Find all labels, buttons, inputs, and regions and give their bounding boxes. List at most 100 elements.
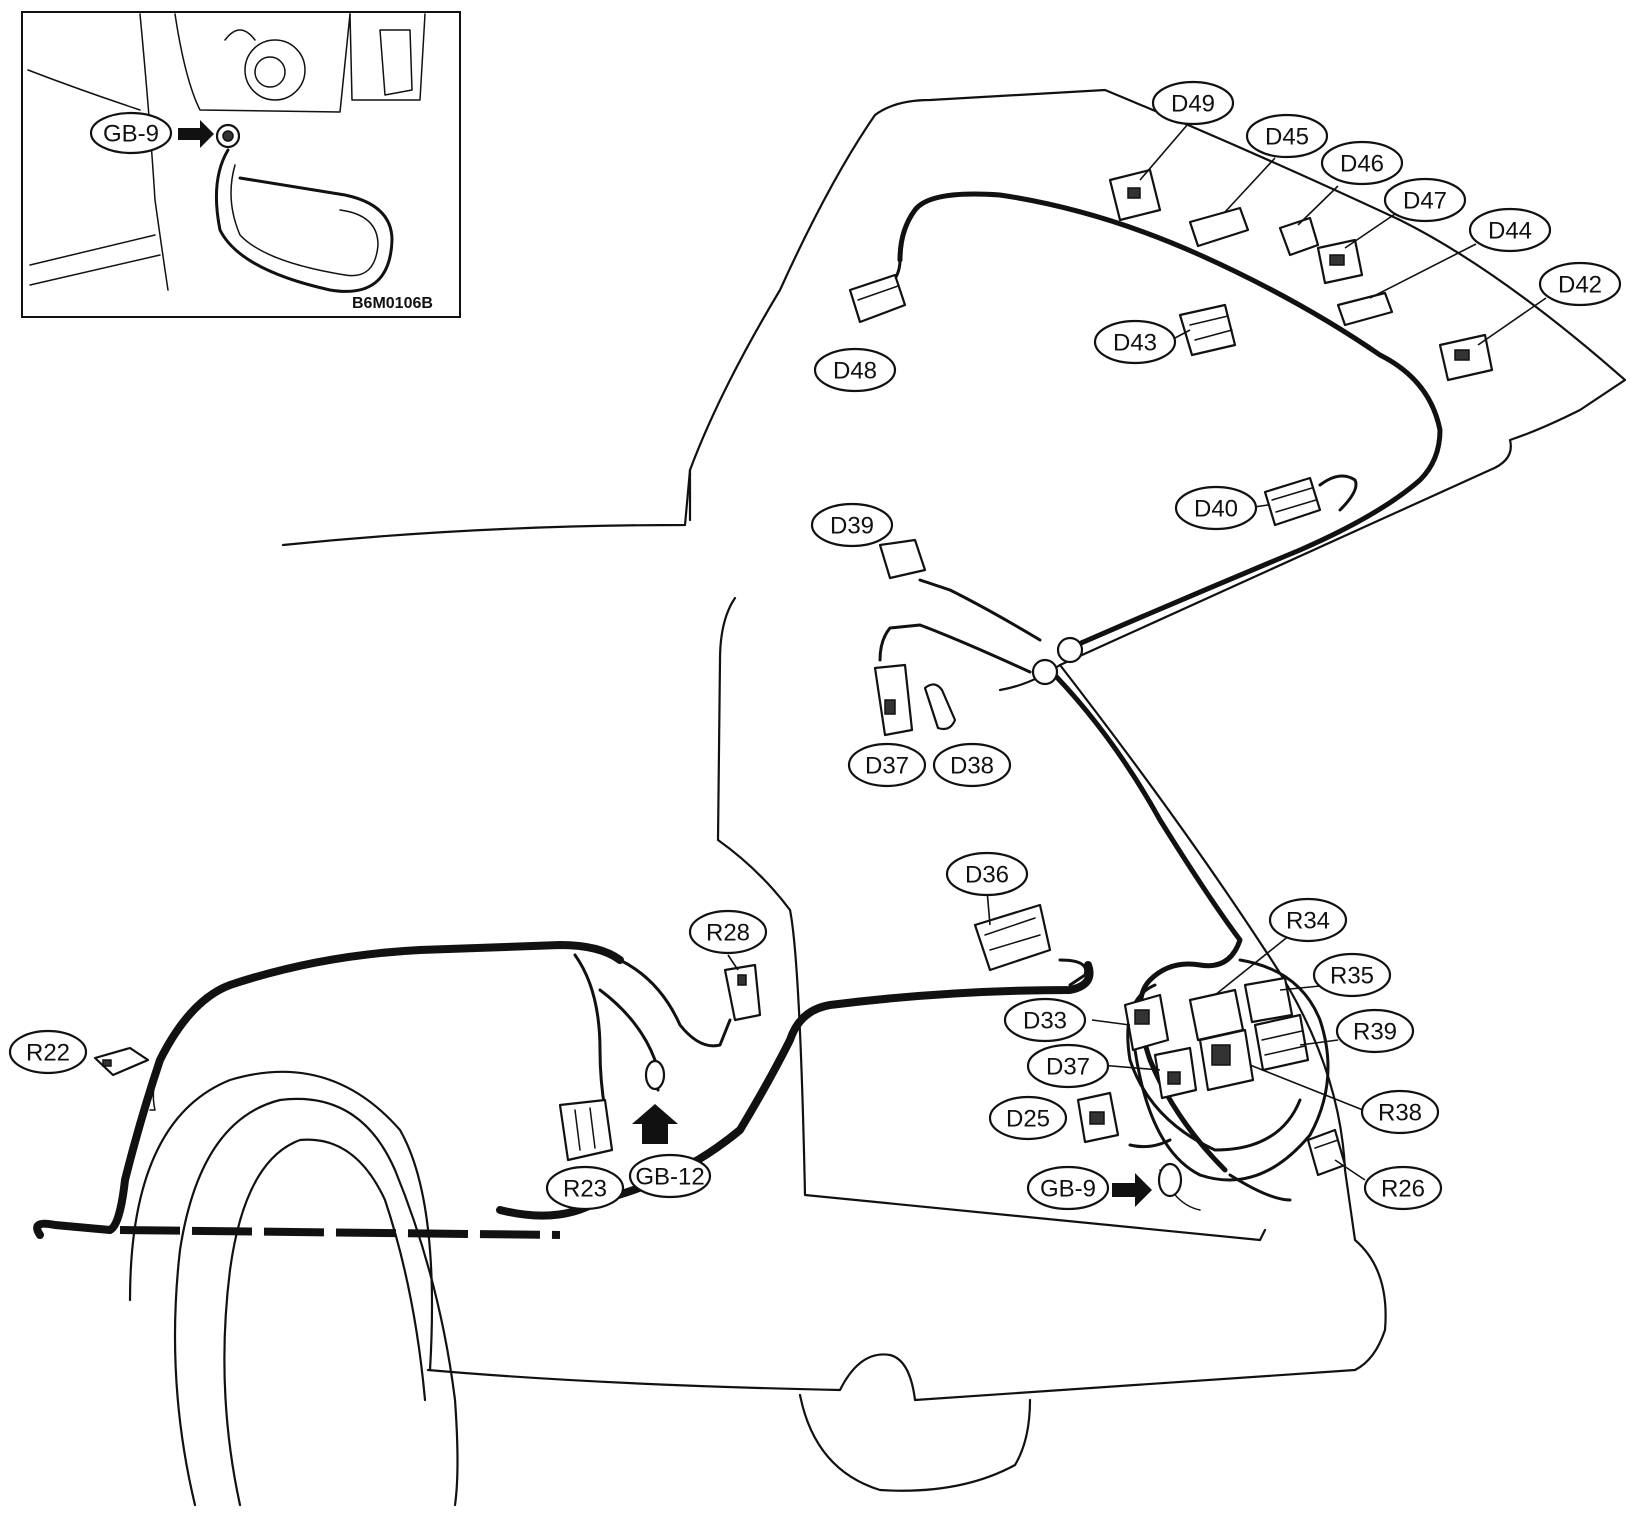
svg-text:D47: D47 bbox=[1403, 188, 1447, 215]
floor-branch-r23 bbox=[573, 953, 607, 1112]
hatch-right-edge bbox=[1058, 663, 1387, 1372]
connector-r23-pins bbox=[574, 1107, 596, 1151]
connector-d37-lower-pin bbox=[1167, 1071, 1181, 1085]
wiring-harness bbox=[33, 191, 1443, 1239]
r22-lead bbox=[149, 1062, 161, 1111]
inset-lamp-socket bbox=[224, 29, 256, 41]
connector-d33-pin bbox=[1134, 1009, 1150, 1025]
leader-d42 bbox=[1477, 297, 1547, 346]
leader-lines bbox=[727, 123, 1547, 1181]
roof-outline bbox=[281, 88, 1627, 692]
callout-r23: R23 bbox=[545, 1165, 625, 1211]
leader-r38 bbox=[1249, 1064, 1369, 1113]
svg-text:D40: D40 bbox=[1194, 496, 1238, 523]
svg-text:D36: D36 bbox=[965, 862, 1009, 889]
hatch-loop bbox=[1133, 958, 1330, 1182]
callout-r39: R39 bbox=[1335, 1008, 1415, 1054]
connector-r26 bbox=[1306, 1128, 1347, 1177]
connector-d44 bbox=[1336, 291, 1394, 327]
floor-harness-underbody bbox=[119, 1226, 561, 1239]
callout-r34: R34 bbox=[1268, 897, 1348, 943]
connector-d48 bbox=[848, 273, 907, 324]
callout-d37-lower: D37 bbox=[1026, 1043, 1110, 1089]
connector-d25-pin bbox=[1089, 1111, 1105, 1125]
inset-pillar-2 bbox=[379, 29, 413, 96]
connector-d37-upper-pin bbox=[884, 699, 896, 715]
callout-d46: D46 bbox=[1320, 140, 1404, 186]
connector-r28 bbox=[723, 963, 762, 1022]
svg-text:R23: R23 bbox=[563, 1176, 607, 1203]
svg-text:R28: R28 bbox=[706, 920, 750, 947]
svg-text:D25: D25 bbox=[1006, 1106, 1050, 1133]
svg-text:R34: R34 bbox=[1286, 908, 1330, 935]
leader-d49 bbox=[1139, 123, 1189, 181]
inset-gb9-label: GB-9 bbox=[103, 121, 159, 148]
callout-d25: D25 bbox=[988, 1095, 1068, 1141]
inset-body-panel bbox=[139, 13, 169, 291]
leader-d44 bbox=[1369, 243, 1477, 299]
rear-bumper bbox=[798, 1393, 1032, 1492]
grommet-1 bbox=[1056, 636, 1084, 664]
wheel-arch bbox=[128, 1070, 434, 1372]
connector-d47-pin bbox=[1329, 254, 1345, 266]
connectors bbox=[93, 168, 1494, 1198]
svg-text:GB-9: GB-9 bbox=[1040, 1176, 1096, 1203]
callout-gb9: GB-9 bbox=[1026, 1165, 1110, 1211]
connector-d49-pin bbox=[1127, 187, 1141, 199]
callout-d40: D40 bbox=[1174, 485, 1258, 531]
callout-r35: R35 bbox=[1312, 952, 1392, 998]
inset-arrow-icon bbox=[178, 120, 214, 148]
inset-lamp-inner bbox=[254, 56, 286, 88]
svg-text:D42: D42 bbox=[1558, 272, 1602, 299]
connector-r39-ribs bbox=[1261, 1030, 1306, 1056]
callout-d47: D47 bbox=[1383, 177, 1467, 223]
floor-branch-r28 bbox=[618, 958, 732, 1048]
inset-door-edge bbox=[174, 13, 351, 113]
svg-text:D43: D43 bbox=[1113, 330, 1157, 357]
leader-d33 bbox=[1091, 1019, 1131, 1026]
callout-d36: D36 bbox=[945, 851, 1029, 897]
leader-r28 bbox=[727, 954, 739, 971]
connector-d39 bbox=[878, 538, 927, 580]
svg-text:GB-12: GB-12 bbox=[635, 1164, 704, 1191]
callout-d33: D33 bbox=[1003, 997, 1087, 1043]
callout-d42: D42 bbox=[1538, 261, 1622, 307]
callout-r26: R26 bbox=[1363, 1165, 1443, 1211]
leader-r34 bbox=[1214, 934, 1291, 996]
leader-d47 bbox=[1344, 213, 1396, 249]
inset-figure-code: B6M0106B bbox=[352, 295, 433, 312]
terminal-gb9 bbox=[1157, 1162, 1183, 1198]
leader-r26 bbox=[1334, 1159, 1366, 1181]
callout-r22: R22 bbox=[8, 1029, 88, 1075]
callout-d37-upper: D37 bbox=[847, 742, 927, 788]
callout-d39: D39 bbox=[810, 502, 894, 548]
r26-branch bbox=[1228, 1173, 1292, 1202]
svg-text:D46: D46 bbox=[1340, 151, 1384, 178]
gb12-arrow-icon bbox=[632, 1104, 678, 1144]
connector-r28-pin bbox=[737, 974, 747, 986]
callout-d48: D48 bbox=[813, 347, 897, 393]
roof-branch-d37-d38 bbox=[878, 623, 1032, 674]
connector-r35 bbox=[1243, 976, 1294, 1024]
inset-wall-line bbox=[27, 69, 141, 111]
callout-gb12: GB-12 bbox=[628, 1153, 712, 1199]
callout-d49: D49 bbox=[1151, 80, 1235, 126]
callout-d43: D43 bbox=[1093, 319, 1177, 365]
roof-branch-d40 bbox=[1318, 474, 1358, 512]
inset-harness-loop-inner bbox=[230, 164, 379, 277]
inset-ground-bolt-center bbox=[222, 130, 234, 142]
leader-r39 bbox=[1299, 1039, 1339, 1046]
leader-d45 bbox=[1224, 157, 1276, 213]
lower-body bbox=[426, 1353, 1357, 1402]
inset-pillar bbox=[349, 13, 426, 101]
inset-gb9-oval bbox=[89, 111, 173, 155]
inset-floor-line bbox=[29, 234, 156, 266]
connector-d36 bbox=[973, 903, 1052, 972]
inset-lamp bbox=[244, 39, 306, 101]
terminal-gb12 bbox=[644, 1059, 666, 1091]
floor-branch-gb12 bbox=[598, 988, 660, 1092]
connector-r22 bbox=[93, 1046, 150, 1077]
svg-text:R35: R35 bbox=[1330, 963, 1374, 990]
hatch-harness-vertical bbox=[1042, 662, 1243, 1173]
vehicle-outline bbox=[128, 88, 1627, 1507]
